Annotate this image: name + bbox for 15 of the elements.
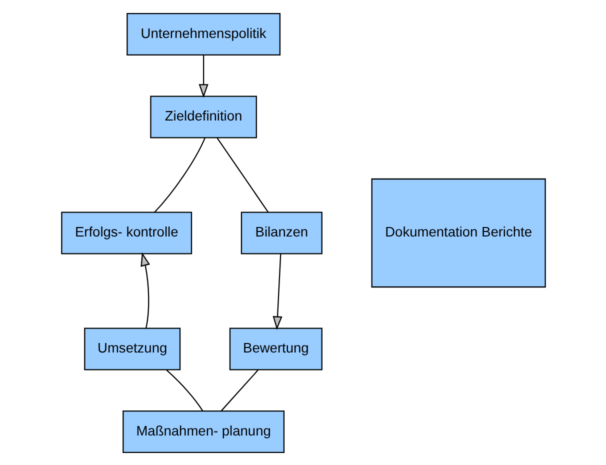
arrow [140,252,150,328]
arrow [198,54,208,98]
node-box: Zieldefinition [150,95,256,138]
node-box: Dokumentation Berichte [370,178,546,288]
connector [166,369,203,411]
connector [154,137,205,212]
connector [216,137,268,212]
arrow [272,253,282,330]
node-box: Unternehmenspolitik [126,12,280,56]
node-box: Bewertung [228,327,322,370]
connector [220,369,258,411]
node-box: Bilanzen [240,211,322,254]
node-box: Erfolgs- kontrolle [60,211,192,254]
node-box: Maßnahmen- planung [122,410,284,452]
node-box: Umsetzung [84,327,180,370]
